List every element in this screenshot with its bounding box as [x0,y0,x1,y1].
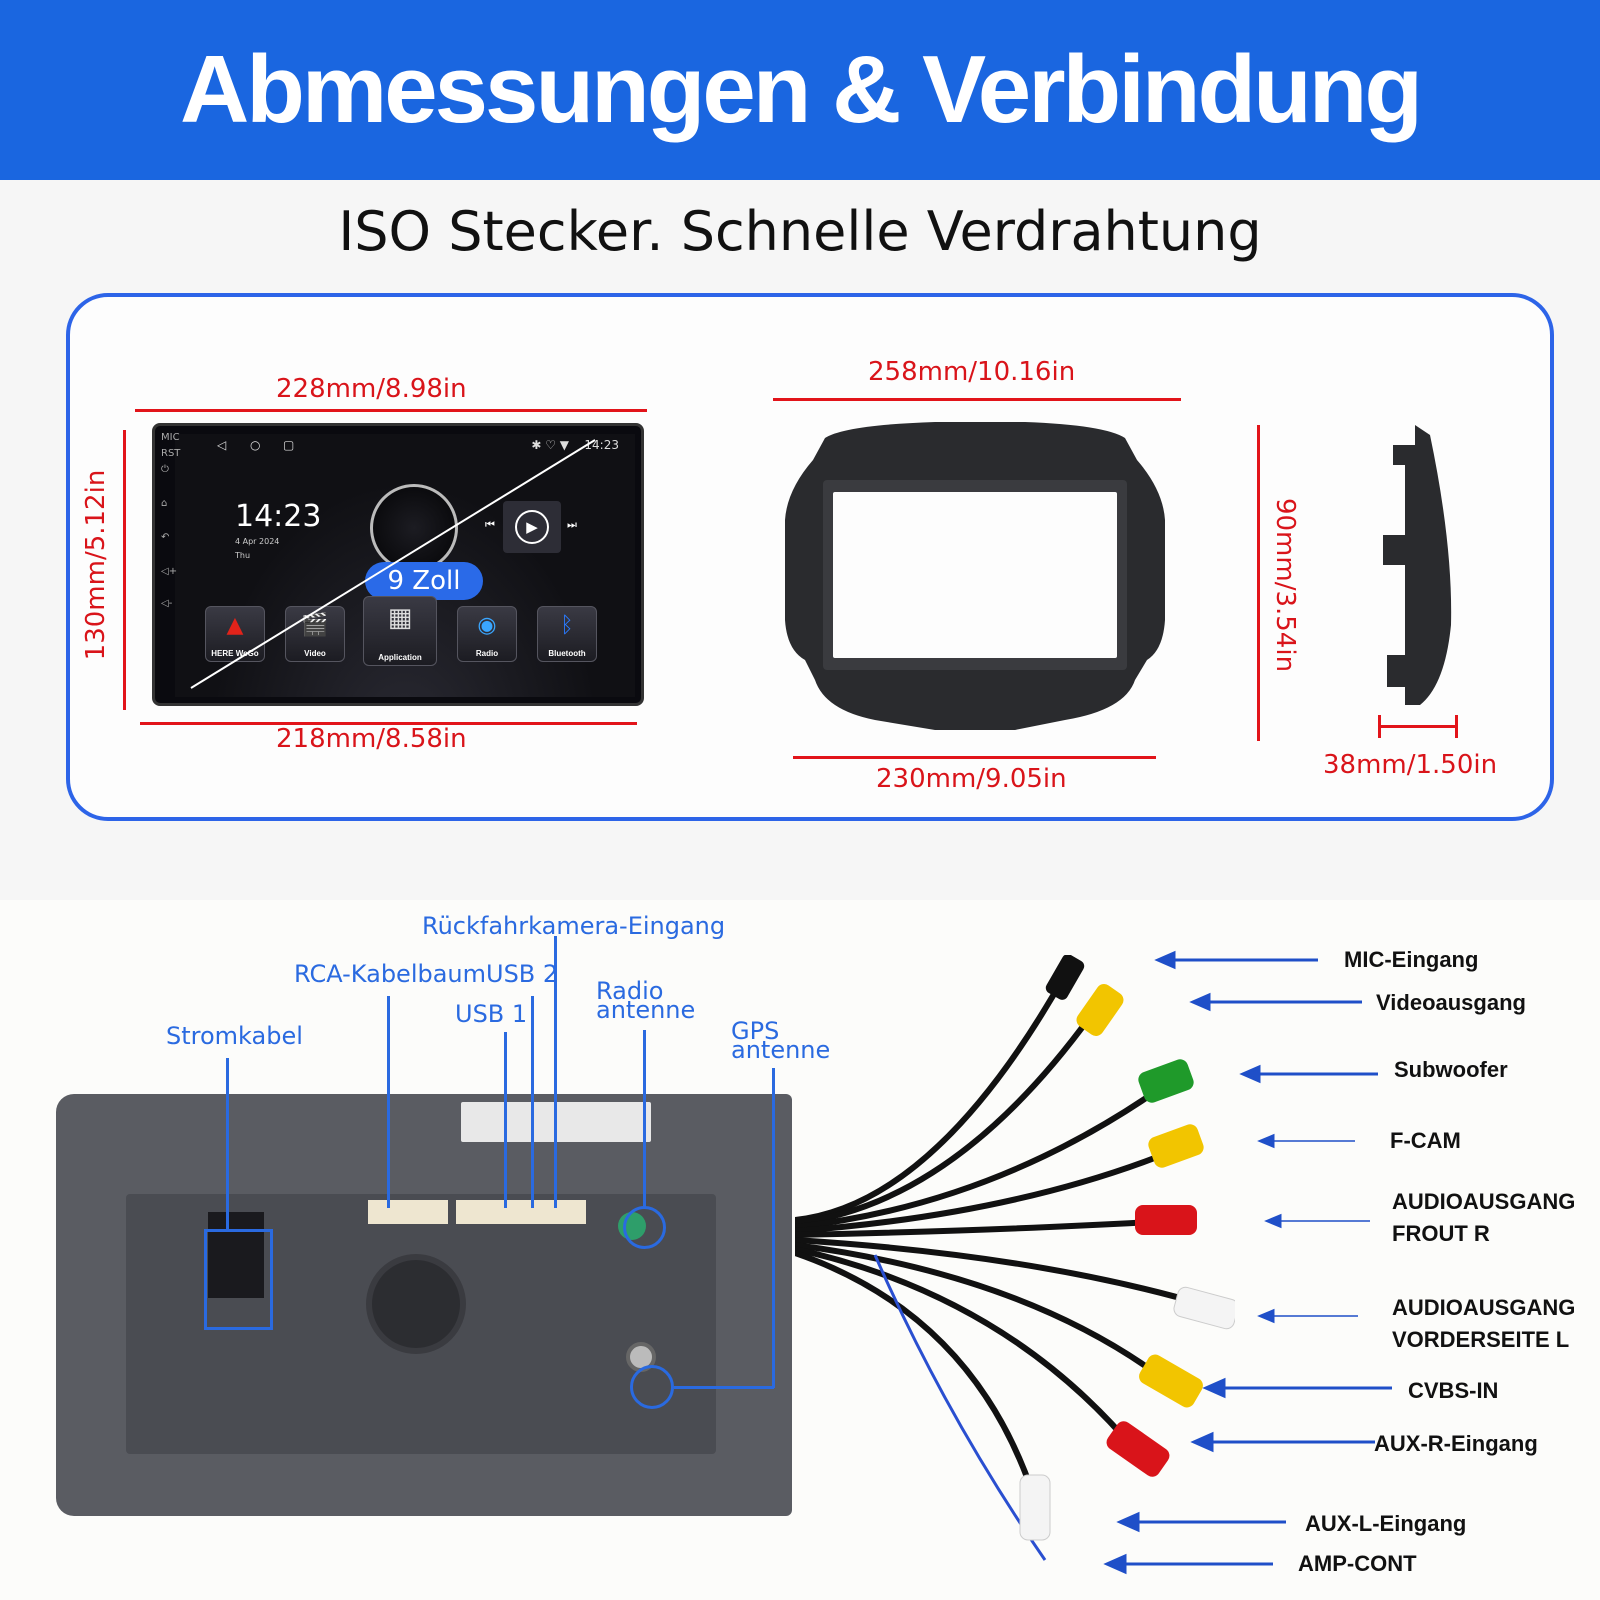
mounting-frame [785,422,1165,730]
status-icons: ✱ ♡ ▼ [531,438,569,452]
radio-port-highlight [623,1206,666,1249]
frame-width-top-label: 258mm/10.16in [868,357,1076,387]
head-unit-screen: ◁ ○ ▢ ✱ ♡ ▼ 14:23 14:23 4 Apr 2024 Thu ▶… [152,423,644,706]
back-nav-icon: ◁ [217,438,227,452]
screen-height-label: 130mm/5.12in [81,469,111,661]
rca-harness [795,955,1235,1561]
title-banner: Abmessungen & Verbindung [0,0,1600,180]
frame-side-profile [1383,425,1452,705]
date-text: 4 Apr 2024 [235,537,280,546]
radio-antenna-label-2: antenne [596,996,696,1024]
gps-antenna-label-2: antenne [731,1036,831,1064]
connector-label-aux-l: AUX-L-Eingang [1305,1511,1467,1536]
connector-label-vorderseite-l: AUDIOAUSGANG VORDERSEITE L [1392,1295,1576,1352]
gps-pointer-vertical [772,1068,775,1388]
usb1-pointer [504,1032,507,1208]
connector-label-fcam: F-CAM [1390,1128,1461,1153]
connector-label-subwoofer: Subwoofer [1394,1057,1508,1082]
stromkabel-pointer [226,1058,229,1230]
frame-width-bottom-label: 230mm/9.05in [876,764,1067,794]
app-radio[interactable]: ◉ Radio [457,606,517,662]
depth-tick-left [1378,715,1381,738]
app-video[interactable]: 🎬 Video [285,606,345,662]
usb2-label: USB 2 [486,960,559,988]
navigation-icon: ▲ [226,613,244,638]
clock-widget: 14:23 [235,499,322,534]
status-bar: ◁ ○ ▢ ✱ ♡ ▼ 14:23 [205,438,627,458]
screen-height-line [123,430,126,710]
app-dock: ▲ HERE WeGo 🎬 Video ▦ Application ◉ Radi… [205,596,605,666]
gps-antenna-label-1: GPS [731,1017,780,1045]
media-widget: ▶ [503,501,561,553]
usb-ports[interactable] [456,1200,586,1224]
connector-label-aux-r: AUX-R-Eingang [1374,1431,1538,1456]
fan [366,1254,466,1354]
power-port-highlight [204,1229,273,1330]
screen-width-bottom-line [140,722,637,725]
screen-width-top-line [135,409,647,412]
rueckfahrkamera-label: Rückfahrkamera-Eingang [422,912,726,940]
frame-width-bottom-line [793,756,1156,759]
radio-antenna-label-1: Radio [596,977,664,1005]
subtitle: ISO Stecker. Schnelle Verdrahtung [338,200,1262,263]
gps-pointer-horizontal [674,1386,774,1389]
day-text: Thu [235,551,251,560]
volume-down-icon[interactable]: ◁- [161,598,173,609]
play-icon[interactable]: ▶ [515,510,549,544]
connector-label-videoausgang: Videoausgang [1376,990,1526,1015]
frame-height-label: 90mm/3.54in [1270,497,1300,673]
depth-label: 38mm/1.50in [1323,750,1498,780]
power-port[interactable] [208,1212,264,1298]
size-badge: 9 Zoll [365,562,483,600]
app-bluetooth[interactable]: ᛒ Bluetooth [537,606,597,662]
apps-grid-icon: ▦ [387,603,413,633]
frame-height-line [1257,425,1260,741]
rueckfahrkamera-pointer [554,936,557,1208]
head-unit-back [56,1094,792,1516]
screen-width-top-label: 228mm/8.98in [276,374,467,404]
connector-label-amp-cont: AMP-CONT [1298,1551,1417,1576]
rca-pointer [387,996,390,1208]
app-application[interactable]: ▦ Application [363,596,437,666]
radio-icon: ◉ [477,613,497,638]
connector-label-mic: MIC-Eingang [1344,947,1479,972]
depth-line [1378,725,1456,728]
usb1-label: USB 1 [455,1000,528,1028]
stromkabel-label: Stromkabel [166,1022,303,1050]
bluetooth-icon: ᛒ [560,613,574,638]
prev-track-icon: ⏮ [485,518,495,531]
page-title: Abmessungen & Verbindung [179,36,1423,143]
mic-label: MIC [161,432,180,443]
usb2-pointer [531,996,534,1208]
rca-harness-port[interactable] [368,1200,448,1224]
power-icon[interactable]: ⏻ [161,464,169,475]
recent-nav-icon: ▢ [283,438,295,452]
diagonal-line [190,439,596,689]
radio-pointer [643,1030,646,1208]
depth-tick-right [1455,715,1458,738]
app-here-wego[interactable]: ▲ HERE WeGo [205,606,265,662]
rca-label: RCA-Kabelbaum [294,960,487,988]
next-track-icon: ⏭ [567,518,577,531]
connector-label-frout-r: AUDIOAUSGANG FROUT R [1392,1189,1576,1246]
frame-width-top-line [773,398,1181,401]
home-side-icon[interactable]: ⌂ [161,498,168,509]
rst-label: RST [161,448,181,459]
gps-port-highlight [630,1365,674,1409]
connector-arrows [1103,950,1392,1575]
volume-up-icon[interactable]: ◁+ [161,566,178,577]
screen-display: ◁ ○ ▢ ✱ ♡ ▼ 14:23 14:23 4 Apr 2024 Thu ▶… [175,434,635,697]
connector-label-cvbs-in: CVBS-IN [1408,1378,1499,1403]
back-side-icon[interactable]: ↶ [161,532,170,543]
screen-width-bottom-label: 218mm/8.58in [276,724,467,754]
home-nav-icon: ○ [250,438,261,452]
rca-plugs [1019,955,1235,1541]
